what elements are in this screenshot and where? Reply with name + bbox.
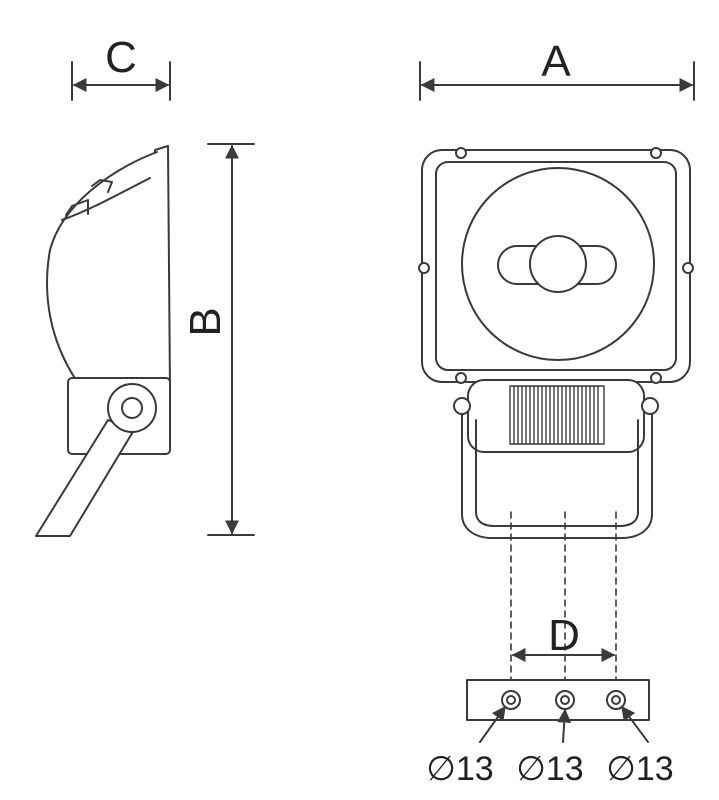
dimension-a-label: A — [541, 37, 571, 86]
dimension-c — [71, 61, 171, 101]
side-view — [35, 61, 171, 537]
hole-label-2: ∅13 — [516, 750, 583, 788]
hole-label-1: ∅13 — [426, 750, 493, 788]
dimension-b — [207, 143, 255, 536]
hole-leaders — [479, 705, 649, 743]
front-u-bracket — [461, 413, 653, 539]
dimension-c-label: C — [105, 33, 137, 82]
front-lamp-bulb — [529, 235, 587, 293]
hole-label-3: ∅13 — [606, 750, 673, 788]
front-view — [418, 61, 695, 743]
dimension-b-label: B — [181, 307, 230, 336]
front-heatsink-fins — [509, 385, 605, 445]
dimension-a — [419, 61, 695, 101]
side-housing — [46, 151, 161, 381]
dimension-d-label: D — [548, 611, 580, 660]
